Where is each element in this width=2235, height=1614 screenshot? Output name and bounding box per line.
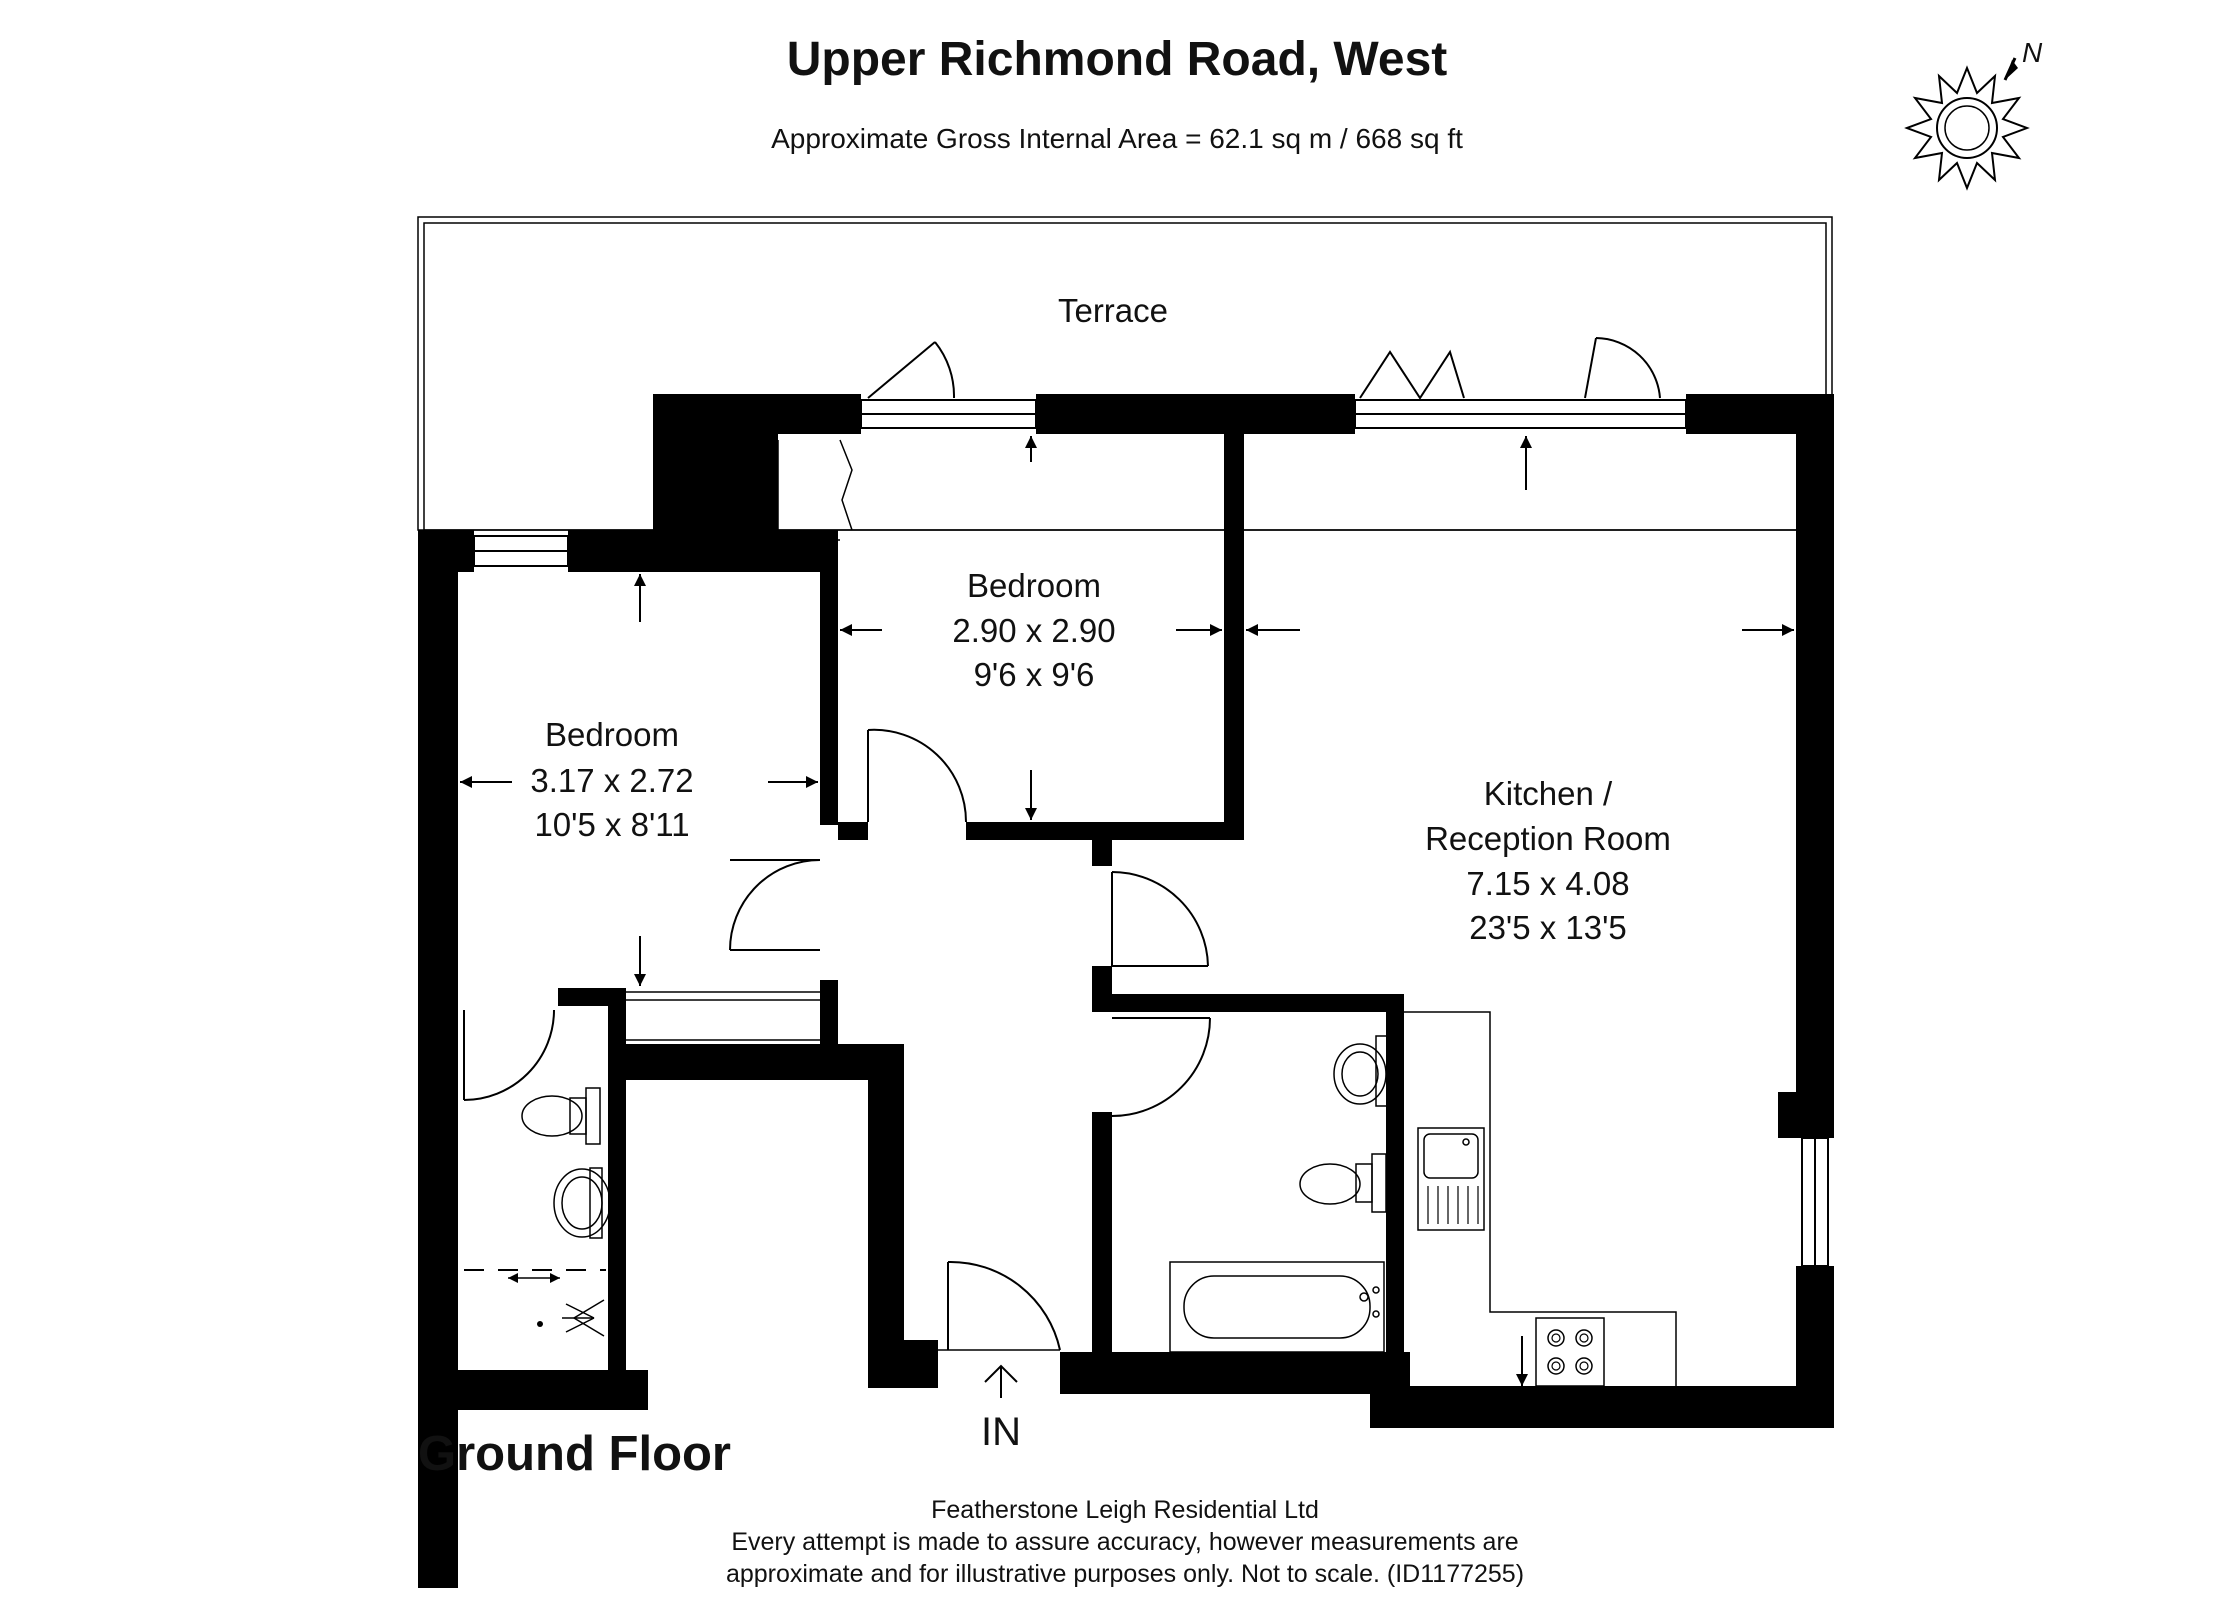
entrance-label: IN: [981, 1410, 1021, 1454]
compass-icon: N: [1904, 37, 2043, 191]
compass-north-label: N: [2022, 37, 2043, 68]
basin-icon: [1333, 1035, 1389, 1107]
dimension-arrows: [460, 436, 1794, 1386]
gross-area: Approximate Gross Internal Area = 62.1 s…: [771, 123, 1463, 154]
sink-icon: [1417, 1127, 1485, 1231]
footer-disclaimer-line1: Every attempt is made to assure accuracy…: [731, 1528, 1518, 1556]
plan-title: Upper Richmond Road, West: [787, 33, 1448, 86]
svg-text:Kitchen /: Kitchen /: [1484, 775, 1613, 812]
windows: [473, 399, 1829, 1267]
floor-label: Ground Floor: [418, 1427, 731, 1481]
svg-text:Bedroom: Bedroom: [967, 567, 1101, 604]
svg-text:9'6 x 9'6: 9'6 x 9'6: [974, 656, 1095, 693]
shower-icon: [464, 1269, 606, 1337]
doors: [463, 337, 1661, 1351]
entrance-arrow-icon: [984, 1364, 1018, 1398]
svg-text:23'5 x 13'5: 23'5 x 13'5: [1469, 909, 1627, 946]
fixtures: [464, 1011, 1677, 1387]
footer-disclaimer-line2: approximate and for illustrative purpose…: [726, 1560, 1524, 1588]
svg-text:Bedroom: Bedroom: [545, 716, 679, 753]
svg-text:10'5 x 8'11: 10'5 x 8'11: [534, 806, 689, 843]
walls: [418, 394, 1834, 1588]
svg-text:2.90 x 2.90: 2.90 x 2.90: [952, 612, 1115, 649]
footer-company: Featherstone Leigh Residential Ltd: [931, 1496, 1319, 1524]
kitchen-worktop: [1404, 1011, 1677, 1386]
svg-text:7.15 x 4.08: 7.15 x 4.08: [1466, 865, 1629, 902]
toilet-icon: [521, 1087, 601, 1145]
toilet-icon: [1299, 1153, 1387, 1213]
basin-icon: [553, 1167, 611, 1239]
terrace-outline: [417, 216, 1833, 531]
hob-icon: [1535, 1317, 1605, 1387]
svg-text:3.17 x 2.72: 3.17 x 2.72: [530, 762, 693, 799]
svg-text:Reception Room: Reception Room: [1425, 820, 1671, 857]
room-label-bedroom-top: Bedroom 2.90 x 2.90 9'6 x 9'6: [952, 567, 1115, 693]
room-label-kitchen: Kitchen / Reception Room 7.15 x 4.08 23'…: [1425, 775, 1671, 946]
terrace-label: Terrace: [1058, 292, 1168, 329]
room-label-bedroom-left: Bedroom 3.17 x 2.72 10'5 x 8'11: [530, 716, 693, 843]
bath-icon: [1169, 1261, 1385, 1353]
